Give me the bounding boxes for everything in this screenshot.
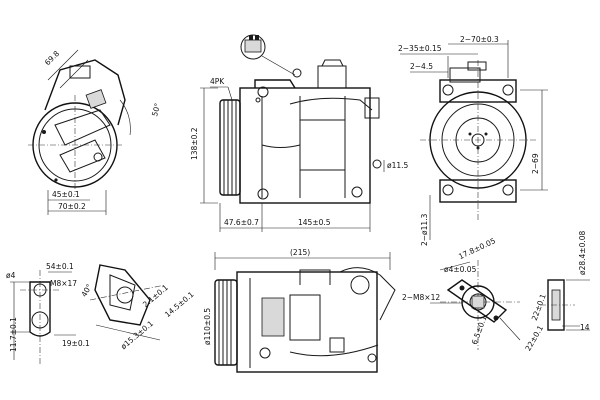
- dim-2-69: 2−69: [531, 153, 540, 174]
- dim-2-4-5: 2−4.5: [410, 62, 433, 71]
- dim-11-5: ø11.5: [387, 161, 409, 170]
- dim-6-5: 6.5±0.1: [470, 314, 489, 346]
- dim-50deg: 50°: [150, 102, 162, 117]
- dim-40deg: 40°: [79, 282, 94, 298]
- view-fitting: ø28.4±0.08 14: [540, 231, 590, 332]
- dim-54: 54±0.1: [46, 262, 74, 271]
- dim-28-4: ø28.4±0.08: [578, 231, 587, 275]
- dim-4-05: ø4±0.05: [444, 265, 477, 274]
- view-front-top: 4PK 138±0.2 47.6±0.7 145±0.5 ø11.5: [190, 34, 409, 232]
- dim-14: 14: [580, 323, 590, 332]
- view-side-left: 69.8 50° 45±0.1 70±0.2: [28, 49, 162, 215]
- dim-2-m8: 2−M8×12: [402, 293, 440, 302]
- view-top-bottom: (215) ø110±0.5: [203, 248, 396, 373]
- dim-15-3: ø15.3±0.1: [119, 319, 155, 351]
- view-rear-right: 2−70±0.3 2−35±0.15 2−4.5 2−69 2−ø11.3: [398, 35, 548, 246]
- dim-2-35: 2−35±0.15: [398, 44, 442, 53]
- dim-138: 138±0.2: [190, 127, 199, 160]
- dim-19: 19±0.1: [62, 339, 90, 348]
- dim-69-8: 69.8: [43, 49, 61, 67]
- dim-47-6: 47.6±0.7: [224, 218, 259, 227]
- dim-215: (215): [290, 248, 310, 257]
- dim-22-1: 22±0.1: [530, 292, 548, 321]
- dim-22-2: 22±0.1: [523, 324, 545, 353]
- dim-2-11-3: 2−ø11.3: [420, 213, 429, 246]
- dim-145: 145±0.5: [298, 218, 331, 227]
- dim-14-5: 14.5±0.1: [163, 290, 196, 319]
- dim-11-7: 11.7±0.1: [9, 317, 18, 352]
- dim-4: ø4: [6, 271, 16, 280]
- dim-4pk: 4PK: [210, 77, 225, 86]
- view-mount-detail: ø4 11.7±0.1 54±0.1 M8×17 19±0.1 40° 2.1±…: [6, 262, 196, 365]
- dim-2-70: 2−70±0.3: [460, 35, 499, 44]
- dim-110: ø110±0.5: [203, 308, 212, 345]
- dim-70-top: 70±0.2: [58, 202, 86, 211]
- dim-m8: M8×17: [50, 279, 77, 288]
- dim-45: 45±0.1: [52, 190, 80, 199]
- dim-17-8: 17.8±0.05: [457, 236, 497, 261]
- view-port-detail: ø4±0.05 17.8±0.05 2−M8×12 6.5±0.1 22±0.1…: [402, 236, 548, 352]
